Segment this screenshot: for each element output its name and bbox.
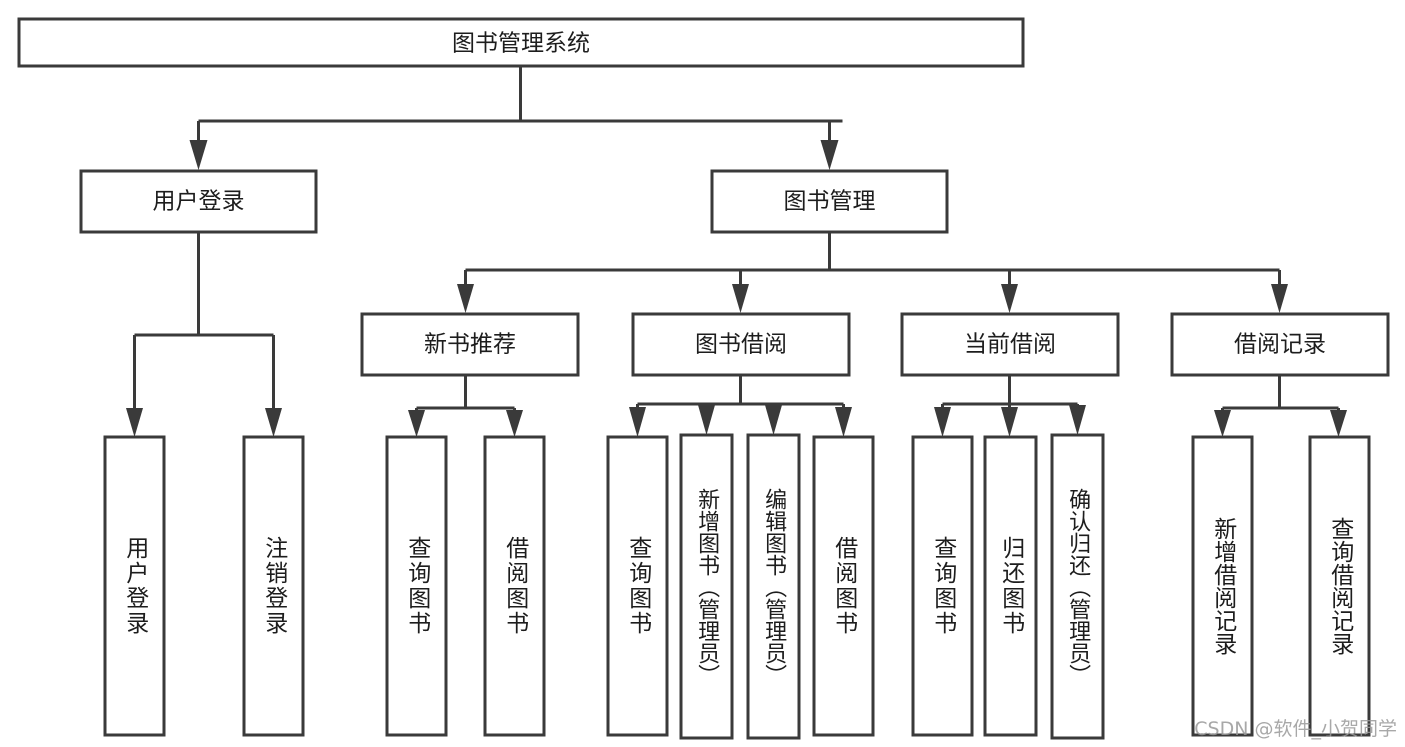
- leaf-label-borrow-book-2: 借阅图书: [830, 536, 857, 636]
- node-label-user-login: 用户登录: [153, 189, 245, 215]
- leaf-label-return-book: 归还图书: [997, 536, 1024, 636]
- leaf-label-borrow-book-1: 借阅图书: [501, 536, 528, 636]
- leaf-box-query-book-1[interactable]: [385, 435, 448, 737]
- connector-group-root: [189, 66, 843, 170]
- connector-group-borrow-record: [1214, 375, 1347, 437]
- arrow-current-l1: [934, 407, 951, 437]
- leaf-box-borrow-book-2[interactable]: [812, 435, 875, 737]
- leaf-label-logout: 注销登录: [260, 536, 287, 636]
- leaf-box-query-borrow-record[interactable]: [1308, 435, 1371, 737]
- connector-group-new-book: [408, 375, 523, 437]
- node-box-new-book-rec[interactable]: [360, 312, 580, 377]
- arrow-book-c1: [457, 284, 474, 313]
- leaf-label-add-borrow-record: 新增借阅记录: [1209, 517, 1236, 655]
- leaf-label-query-book-2: 查询图书: [624, 536, 651, 636]
- node-label-current-borrow: 当前借阅: [964, 332, 1056, 358]
- leaf-label-query-borrow-record: 查询借阅记录: [1326, 517, 1353, 655]
- node-label-root: 图书管理系统: [452, 31, 590, 57]
- arrow-borrow-l3: [765, 405, 782, 435]
- arrow-root-to-book: [820, 140, 839, 170]
- connector-group-book-manage: [457, 232, 1288, 313]
- leaf-label-confirm-return-admin: 确认归还（管理员）: [1065, 487, 1091, 686]
- watermark-text: CSDN @软件_小贺同学: [1194, 718, 1397, 740]
- arrow-book-c4: [1271, 284, 1288, 313]
- leaf-box-add-book-admin[interactable]: [679, 433, 734, 740]
- leaf-box-confirm-return-admin[interactable]: [1050, 433, 1105, 740]
- leaf-box-edit-book-admin[interactable]: [746, 433, 801, 740]
- leaf-label-user-login: 用户登录: [121, 536, 148, 636]
- arrow-root-to-user: [189, 140, 208, 170]
- leaf-box-query-book-2[interactable]: [606, 435, 669, 737]
- arrow-current-l3: [1069, 405, 1086, 435]
- arrow-newbook-l2: [506, 410, 523, 437]
- node-label-new-book-rec: 新书推荐: [424, 332, 516, 358]
- leaf-box-borrow-book-1[interactable]: [483, 435, 546, 737]
- arrow-user-leaf2: [265, 408, 282, 437]
- connector-group-current-borrow: [934, 375, 1086, 437]
- leaf-label-add-book-admin: 新增图书（管理员）: [694, 487, 720, 686]
- leaf-box-logout[interactable]: [242, 435, 305, 737]
- arrow-record-l1: [1214, 410, 1231, 437]
- connector-group-borrow-book: [629, 375, 852, 437]
- arrow-current-l2: [1001, 407, 1018, 437]
- leaf-label-edit-book-admin: 编辑图书（管理员）: [761, 487, 787, 686]
- leaf-box-return-book[interactable]: [983, 435, 1038, 737]
- node-box-book-borrow[interactable]: [631, 312, 851, 377]
- node-box-user-login[interactable]: [79, 169, 318, 234]
- arrow-book-c3: [1001, 284, 1018, 313]
- arrow-book-c2: [732, 284, 749, 313]
- leaf-label-query-book-3: 查询图书: [929, 536, 956, 636]
- node-box-root[interactable]: [17, 17, 1025, 68]
- node-label-book-manage: 图书管理: [784, 189, 876, 215]
- leaf-box-query-book-3[interactable]: [911, 435, 974, 737]
- node-label-borrow-record: 借阅记录: [1234, 332, 1326, 358]
- arrow-newbook-l1: [408, 410, 425, 437]
- node-box-current-borrow[interactable]: [900, 312, 1120, 377]
- leaf-label-query-book-1: 查询图书: [403, 536, 430, 636]
- node-box-borrow-record[interactable]: [1170, 312, 1390, 377]
- node-box-book-manage[interactable]: [710, 169, 949, 234]
- leaf-box-user-login[interactable]: [103, 435, 166, 737]
- node-label-book-borrow: 图书借阅: [695, 332, 787, 358]
- arrow-borrow-l4: [835, 407, 852, 437]
- leaf-box-add-borrow-record[interactable]: [1191, 435, 1254, 737]
- arrow-user-leaf1: [126, 408, 143, 437]
- arrow-borrow-l1: [629, 407, 646, 437]
- arrow-record-l2: [1330, 410, 1347, 437]
- connector-group-user-login: [126, 232, 282, 437]
- arrow-borrow-l2: [698, 405, 715, 435]
